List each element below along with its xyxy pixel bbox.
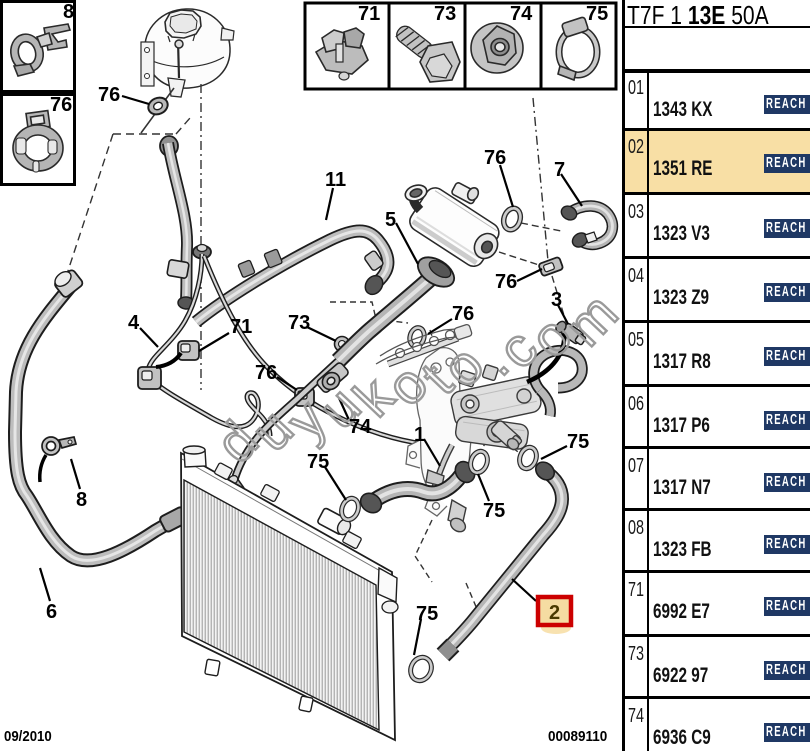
svg-text:2: 2	[549, 602, 560, 624]
